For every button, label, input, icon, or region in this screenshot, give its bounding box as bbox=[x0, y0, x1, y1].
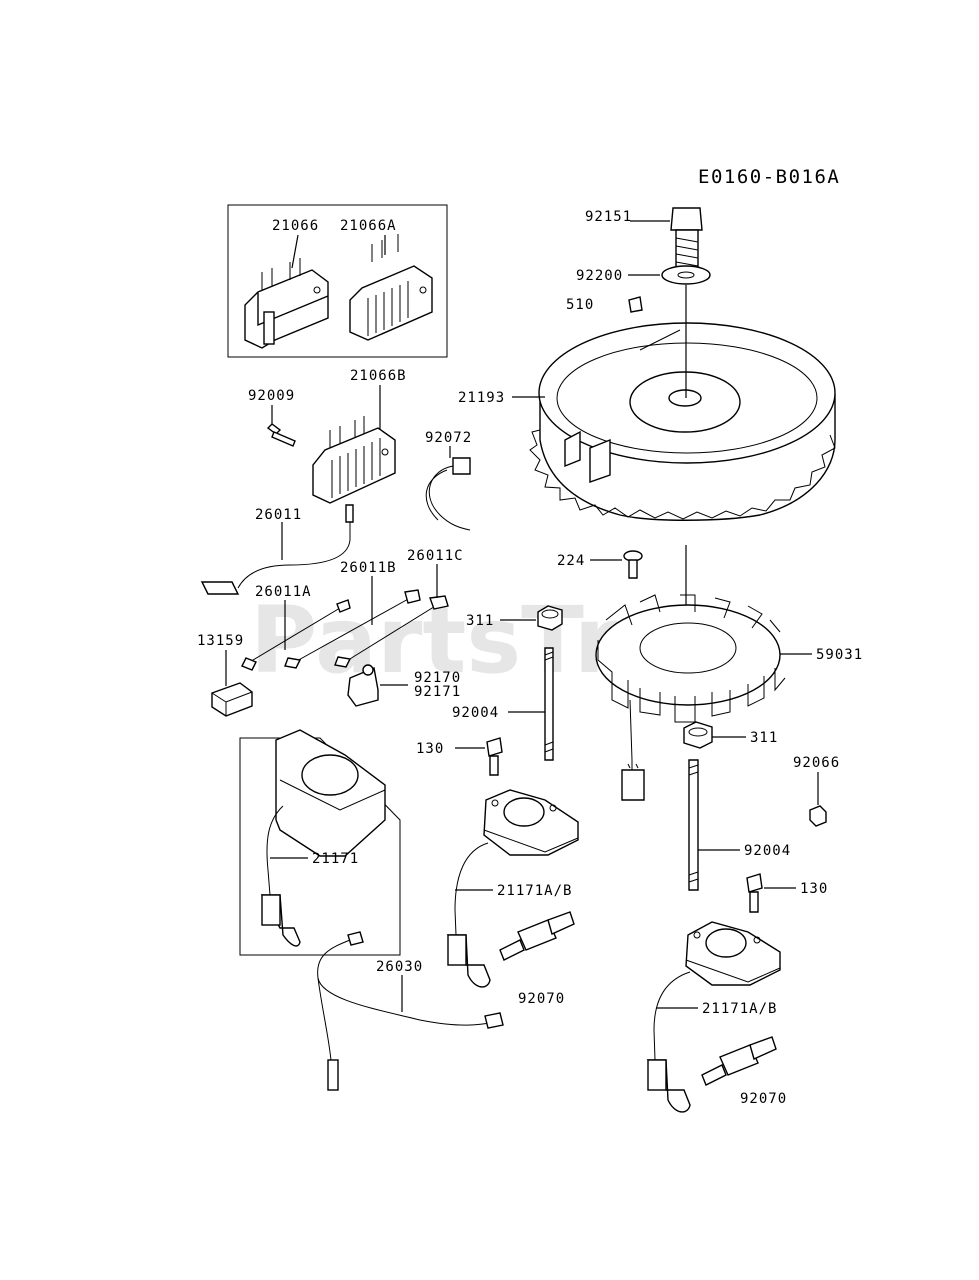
harness-26011-drawing[interactable] bbox=[200, 504, 354, 595]
screw-224-drawing[interactable] bbox=[623, 550, 643, 579]
regulator-options-frame bbox=[227, 204, 448, 358]
callout-26011A[interactable]: 26011A bbox=[255, 584, 312, 600]
callout-92200[interactable]: 92200 bbox=[576, 268, 623, 284]
callout-26011B[interactable]: 26011B bbox=[340, 560, 397, 576]
callout-13159[interactable]: 13159 bbox=[197, 633, 244, 649]
stud-92004-right-drawing[interactable] bbox=[688, 759, 699, 891]
regulator-21066A-drawing[interactable] bbox=[349, 234, 433, 341]
ignition-coil-21171AB-right-drawing[interactable] bbox=[646, 921, 781, 1113]
callout-92170[interactable]: 92170 bbox=[414, 670, 461, 686]
stator-lead-drawing[interactable] bbox=[621, 699, 645, 801]
callout-92066[interactable]: 92066 bbox=[793, 755, 840, 771]
callout-92072[interactable]: 92072 bbox=[425, 430, 472, 446]
flywheel-21193-drawing[interactable] bbox=[529, 322, 836, 521]
part-13159-drawing[interactable] bbox=[211, 682, 253, 717]
wire-26011B-drawing[interactable] bbox=[284, 589, 421, 669]
clip-92170-drawing[interactable] bbox=[347, 664, 379, 707]
callout-92004-left[interactable]: 92004 bbox=[452, 705, 499, 721]
screw-92009-drawing[interactable] bbox=[266, 423, 296, 447]
bolt-130-left-drawing[interactable] bbox=[486, 737, 503, 776]
callout-21193[interactable]: 21193 bbox=[458, 390, 505, 406]
connector-92072-drawing[interactable] bbox=[425, 457, 471, 531]
washer-92200-drawing[interactable] bbox=[661, 265, 711, 285]
callout-311-right[interactable]: 311 bbox=[750, 730, 778, 746]
leader-21066 bbox=[291, 234, 299, 269]
key-510-drawing[interactable] bbox=[628, 296, 643, 313]
spark-plug-92070-right-drawing[interactable] bbox=[701, 1036, 777, 1086]
callout-130-right[interactable]: 130 bbox=[800, 881, 828, 897]
wire-26011A-drawing[interactable] bbox=[241, 599, 351, 671]
nut-311-right-drawing[interactable] bbox=[683, 721, 713, 749]
callout-21066[interactable]: 21066 bbox=[272, 218, 319, 234]
stud-92004-left-drawing[interactable] bbox=[544, 647, 554, 761]
callout-21066A[interactable]: 21066A bbox=[340, 218, 397, 234]
ignition-coil-21171AB-left-drawing[interactable] bbox=[446, 789, 579, 988]
callout-21171AB-right[interactable]: 21171A/B bbox=[702, 1001, 777, 1017]
callout-130-left[interactable]: 130 bbox=[416, 741, 444, 757]
callout-26011C[interactable]: 26011C bbox=[407, 548, 464, 564]
bolt-92151-drawing[interactable] bbox=[670, 207, 703, 269]
callout-311-left[interactable]: 311 bbox=[466, 613, 494, 629]
callout-92151[interactable]: 92151 bbox=[585, 209, 632, 225]
callout-92070-left[interactable]: 92070 bbox=[518, 991, 565, 1007]
regulator-21066-drawing[interactable] bbox=[244, 258, 329, 349]
callout-21171AB-left[interactable]: 21171A/B bbox=[497, 883, 572, 899]
callout-26011[interactable]: 26011 bbox=[255, 507, 302, 523]
callout-92070-right[interactable]: 92070 bbox=[740, 1091, 787, 1107]
callout-26030[interactable]: 26030 bbox=[376, 959, 423, 975]
callout-21171[interactable]: 21171 bbox=[312, 851, 359, 867]
callout-92009[interactable]: 92009 bbox=[248, 388, 295, 404]
callout-92004-right[interactable]: 92004 bbox=[744, 843, 791, 859]
ignition-coil-21171-drawing[interactable] bbox=[260, 729, 386, 947]
nut-92066-drawing[interactable] bbox=[809, 805, 827, 827]
nut-311-left-drawing[interactable] bbox=[537, 605, 563, 631]
wire-26011C-drawing[interactable] bbox=[334, 595, 449, 668]
regulator-21066B-drawing[interactable] bbox=[312, 416, 396, 504]
callout-59031[interactable]: 59031 bbox=[816, 647, 863, 663]
callout-224[interactable]: 224 bbox=[557, 553, 585, 569]
harness-26030-drawing[interactable] bbox=[317, 931, 504, 1091]
callout-21066B[interactable]: 21066B bbox=[350, 368, 407, 384]
stator-59031-drawing[interactable] bbox=[595, 594, 786, 723]
diagram-code: E0160-B016A bbox=[698, 166, 840, 188]
callout-92171[interactable]: 92171 bbox=[414, 684, 461, 700]
bolt-130-right-drawing[interactable] bbox=[746, 873, 763, 913]
spark-plug-92070-left-drawing[interactable] bbox=[499, 911, 575, 961]
callout-510[interactable]: 510 bbox=[566, 297, 594, 313]
